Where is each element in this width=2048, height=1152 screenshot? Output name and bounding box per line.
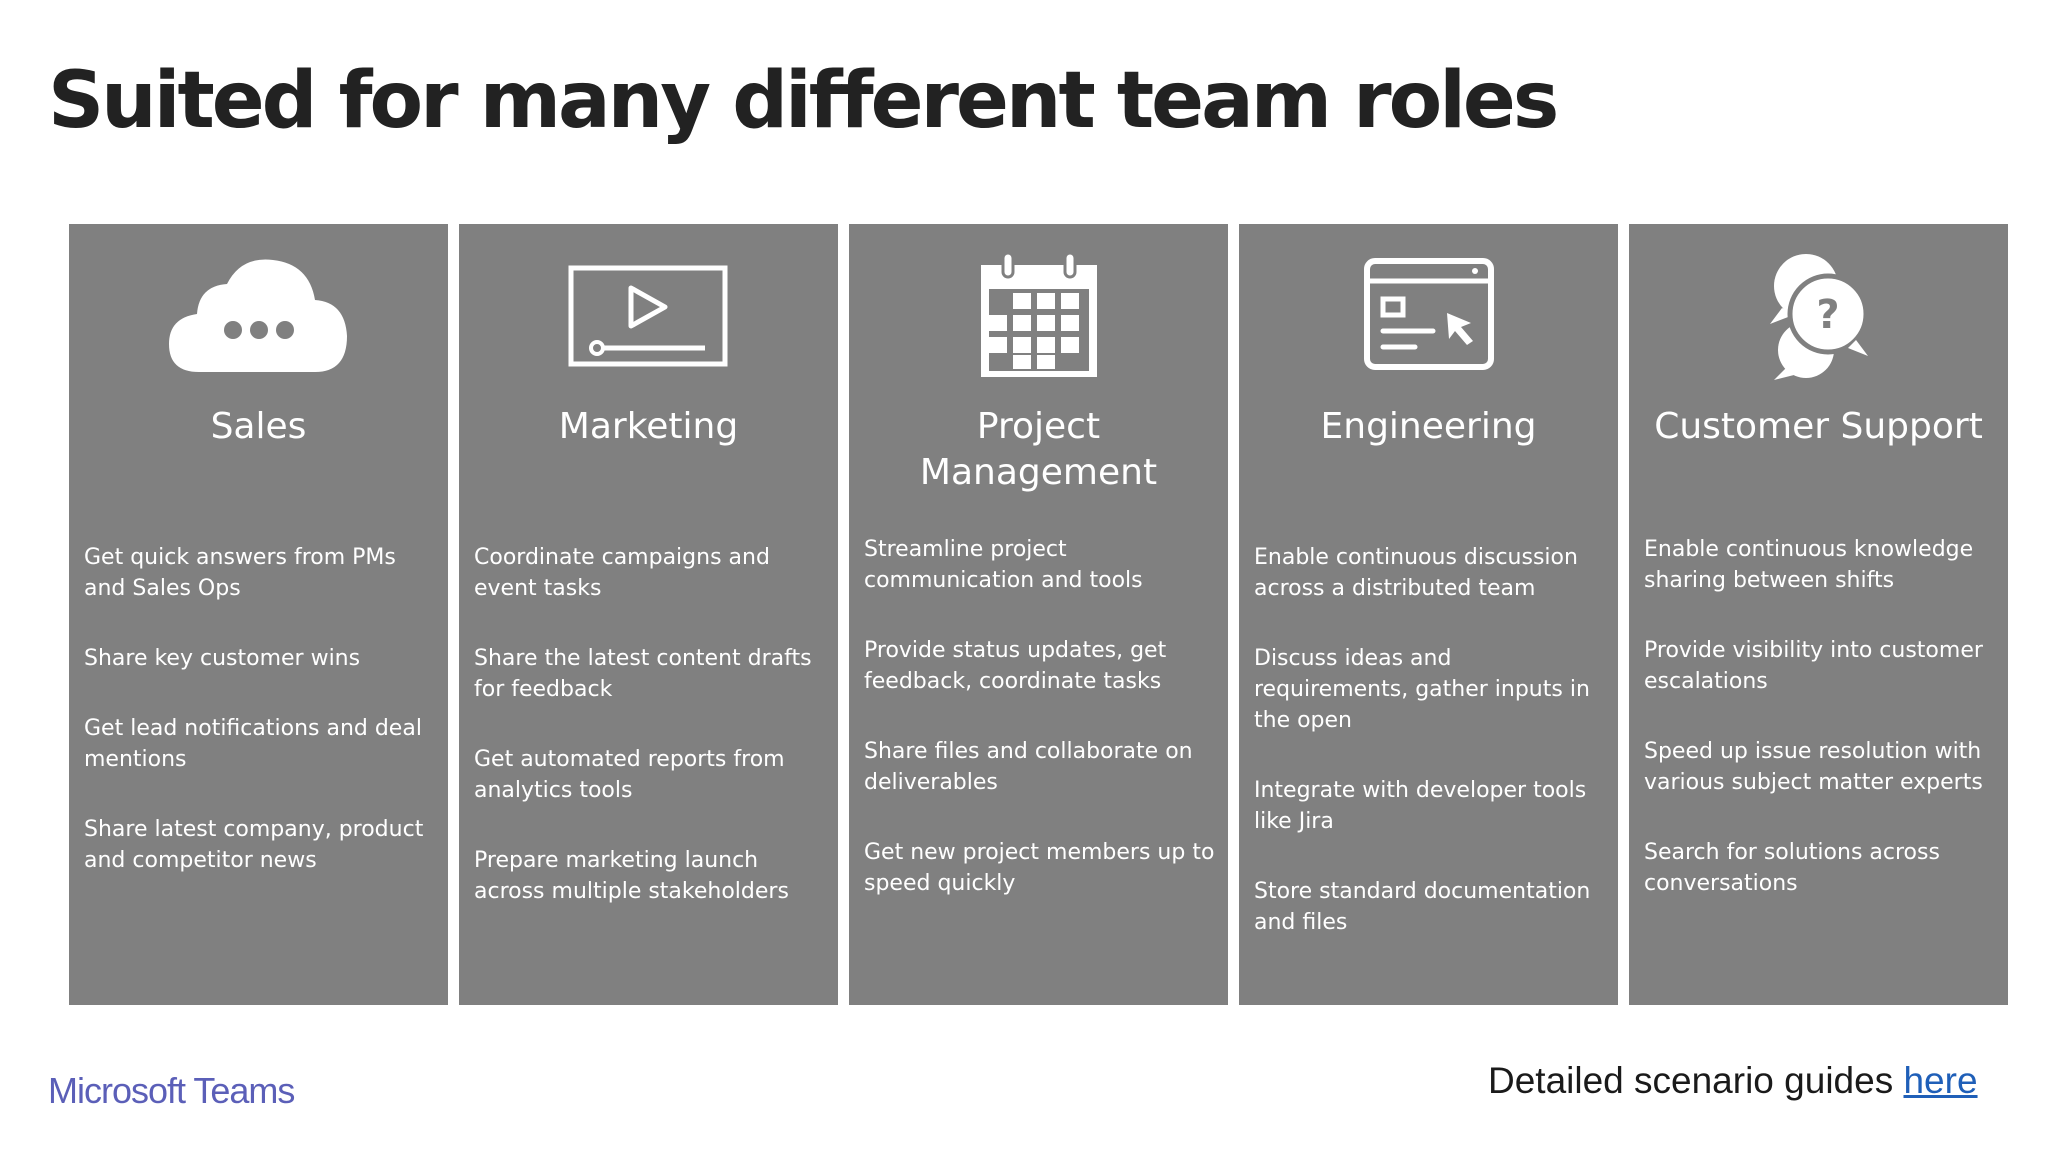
- card-customer-support: ? Customer Support Enable continuous kno…: [1629, 224, 2008, 1005]
- guides-link[interactable]: here: [1903, 1060, 1978, 1101]
- list-item: Get automated reports from analytics too…: [474, 747, 785, 803]
- card-engineering: Engineering Enable continuous discussion…: [1239, 224, 1618, 1005]
- card-marketing: Marketing Coordinate campaigns and event…: [459, 224, 838, 1005]
- list-item: Integrate with developer tools like Jira: [1254, 778, 1587, 834]
- browser-cursor-icon: [1239, 248, 1618, 384]
- list-item: Streamline project communication and too…: [864, 537, 1143, 593]
- list-item: Store standard documentation and files: [1254, 879, 1591, 935]
- scenario-guides-note: Detailed scenario guides here: [1488, 1060, 1978, 1102]
- list-item: Share files and collaborate on deliverab…: [864, 739, 1193, 795]
- card-points: Enable continuous knowledge sharing betw…: [1644, 534, 1996, 938]
- list-item: Discuss ideas and requirements, gather i…: [1254, 646, 1590, 733]
- page-title: Suited for many different team roles: [48, 56, 1559, 146]
- list-item: Get new project members up to speed quic…: [864, 840, 1215, 896]
- card-title: Sales: [210, 406, 307, 447]
- card-title: Marketing: [558, 406, 739, 447]
- svg-text:?: ?: [1816, 292, 1839, 338]
- role-cards: Sales Get quick answers from PMs and Sal…: [69, 224, 2008, 1005]
- list-item: Get quick answers from PMs and Sales Ops: [84, 545, 396, 601]
- list-item: Enable continuous knowledge sharing betw…: [1644, 537, 1974, 593]
- calendar-icon: [849, 248, 1228, 384]
- list-item: Prepare marketing launch across multiple…: [474, 848, 789, 904]
- card-sales: Sales Get quick answers from PMs and Sal…: [69, 224, 448, 1005]
- brand-logo-text: Microsoft Teams: [48, 1070, 295, 1111]
- cloud-icon: [69, 248, 448, 384]
- list-item: Provide visibility into customer escalat…: [1644, 638, 1983, 694]
- list-item: Share key customer wins: [84, 646, 361, 671]
- list-item: Enable continuous discussion across a di…: [1254, 545, 1578, 601]
- list-item: Share latest company, product and compet…: [84, 817, 424, 873]
- card-points: Get quick answers from PMs and Sales Ops…: [84, 542, 436, 915]
- list-item: Get lead notifications and deal mentions: [84, 716, 422, 772]
- video-icon: [459, 248, 838, 384]
- card-title: Engineering: [1320, 406, 1537, 447]
- list-item: Provide status updates, get feedback, co…: [864, 638, 1167, 694]
- card-points: Enable continuous discussion across a di…: [1254, 542, 1606, 977]
- list-item: Search for solutions across conversation…: [1644, 840, 1940, 896]
- card-points: Streamline project communication and too…: [864, 534, 1216, 938]
- card-points: Coordinate campaigns and event tasks Sha…: [474, 542, 826, 946]
- card-project-management: Project Management Streamline project co…: [849, 224, 1228, 1005]
- list-item: Share the latest content drafts for feed…: [474, 646, 812, 702]
- card-title: Customer Support: [1654, 406, 1983, 447]
- guide-text: Detailed scenario guides: [1488, 1060, 1904, 1101]
- list-item: Coordinate campaigns and event tasks: [474, 545, 770, 601]
- list-item: Speed up issue resolution with various s…: [1644, 739, 1983, 795]
- chat-question-icon: ?: [1629, 248, 2008, 384]
- card-title: Project Management: [919, 406, 1158, 493]
